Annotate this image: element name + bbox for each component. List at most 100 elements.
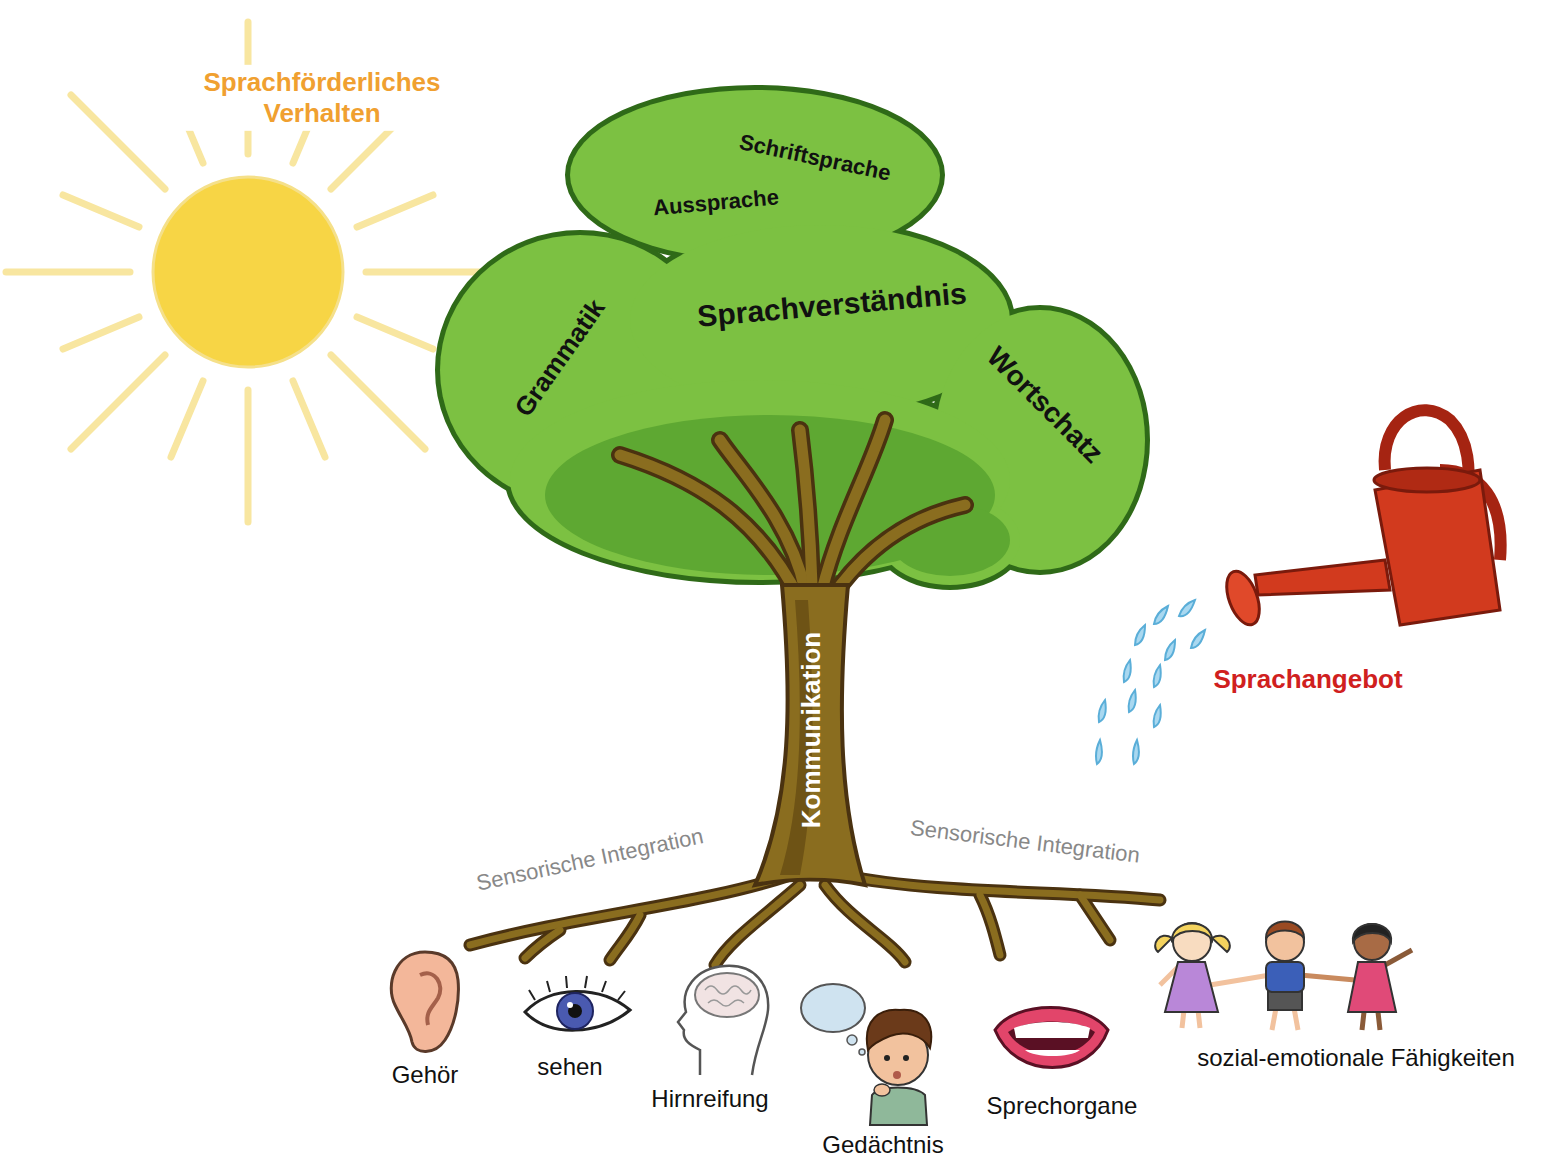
branch: [720, 440, 805, 590]
root: [825, 885, 905, 962]
ear-inner: [420, 973, 440, 1025]
sun: [6, 22, 498, 522]
water-drop: [1124, 660, 1131, 682]
water-drop: [1099, 700, 1106, 722]
root: [610, 915, 640, 960]
eye-iris: [557, 993, 593, 1029]
brain-icon: [678, 966, 768, 1075]
brain-folds: [705, 986, 751, 1006]
children-icon: [1155, 922, 1412, 1031]
root: [980, 895, 1000, 955]
roots: [470, 875, 1160, 965]
sun-ray: [6, 269, 130, 276]
boy-eye: [884, 1055, 890, 1061]
canopy-label: Grammatik: [508, 293, 611, 422]
can-spout: [1255, 560, 1390, 595]
mouth-icon: [995, 1008, 1108, 1068]
canopy-label: Aussprache: [652, 184, 780, 221]
branch: [800, 430, 812, 585]
upper-teeth: [1014, 1022, 1090, 1038]
sun-ray: [357, 317, 433, 349]
root-label: Sensorische Integration: [474, 823, 706, 897]
root: [525, 930, 560, 958]
input-label: Sprachangebot: [1213, 664, 1402, 695]
brain-shape: [695, 973, 759, 1017]
holding-hands: [1210, 975, 1270, 985]
child-dress: [1165, 962, 1218, 1012]
icon-caption: Hirnreifung: [651, 1085, 768, 1114]
child-arm: [1385, 950, 1412, 965]
icon-caption: Gedächtnis: [822, 1131, 943, 1160]
branch: [830, 505, 965, 600]
root: [1080, 895, 1110, 940]
water-drop: [1179, 600, 1195, 616]
thought-bubble: [847, 1035, 857, 1045]
icon-caption: Gehör: [392, 1061, 459, 1090]
water-drop: [1133, 740, 1139, 764]
root: [525, 930, 560, 958]
mouth-inside: [1008, 1022, 1095, 1055]
canopy-label: Wortschatz: [980, 340, 1110, 470]
child-hair: [1353, 924, 1391, 942]
boy-hand: [874, 1084, 890, 1096]
branches: [620, 420, 965, 600]
sun-ray: [357, 195, 433, 227]
boy-mouth: [893, 1071, 901, 1079]
water-drops: [1096, 600, 1205, 764]
canopy-label: Sprachverständnis: [696, 275, 968, 334]
can-opening: [1374, 468, 1480, 492]
child-dress: [1348, 962, 1396, 1012]
tree-trunk: [755, 585, 865, 885]
root: [825, 885, 905, 962]
sun-ray: [63, 317, 139, 349]
eye-shape: [525, 991, 630, 1030]
child-hair: [1266, 922, 1304, 939]
sun-disc: [153, 177, 343, 367]
root: [715, 885, 800, 965]
holding-hands: [1300, 975, 1355, 980]
sun-ray: [245, 390, 252, 522]
eye-icon: [525, 976, 630, 1030]
boy-eye: [903, 1055, 909, 1061]
water-drop: [1154, 705, 1161, 727]
root: [610, 915, 640, 960]
child-legs: [1362, 1012, 1380, 1030]
eye-lashes: [529, 976, 625, 1000]
canopy-outline: [440, 90, 1145, 585]
water-drop: [1154, 665, 1161, 687]
behaviour-label: Sprachförderliches Verhalten: [166, 65, 478, 131]
thought-bubble: [801, 984, 865, 1032]
root: [840, 875, 1160, 900]
icon-caption: sozial-emotionale Fähigkeiten: [1197, 1044, 1515, 1073]
water-drop: [1129, 690, 1136, 712]
child-legs: [1272, 1008, 1298, 1030]
thought-bubble: [859, 1049, 865, 1055]
sun-ray: [171, 381, 203, 457]
sun-ray: [71, 355, 165, 449]
icon-caption: sehen: [537, 1053, 602, 1082]
ear-icon: [391, 952, 458, 1052]
memory-icon: [801, 984, 931, 1125]
icon-caption: Sprechorgane: [987, 1092, 1138, 1121]
water-drop: [1154, 606, 1168, 624]
root-label: Sensorische Integration: [909, 815, 1142, 869]
canopy-fill: [440, 90, 1145, 585]
child-shirt: [1266, 962, 1304, 992]
child-hair: [1155, 924, 1230, 953]
water-drop: [1096, 740, 1102, 764]
lower-teeth: [1025, 1050, 1080, 1056]
water-drop: [1191, 630, 1205, 648]
root: [715, 885, 800, 965]
canopy-label: Schriftsprache: [737, 129, 893, 187]
lips: [995, 1008, 1108, 1068]
ear-shape: [391, 952, 458, 1052]
root: [980, 895, 1000, 955]
water-drop: [1135, 625, 1145, 645]
sun-ray: [63, 195, 139, 227]
watering-can: [1220, 410, 1500, 629]
head-outline: [678, 966, 768, 1075]
root: [1080, 895, 1110, 940]
